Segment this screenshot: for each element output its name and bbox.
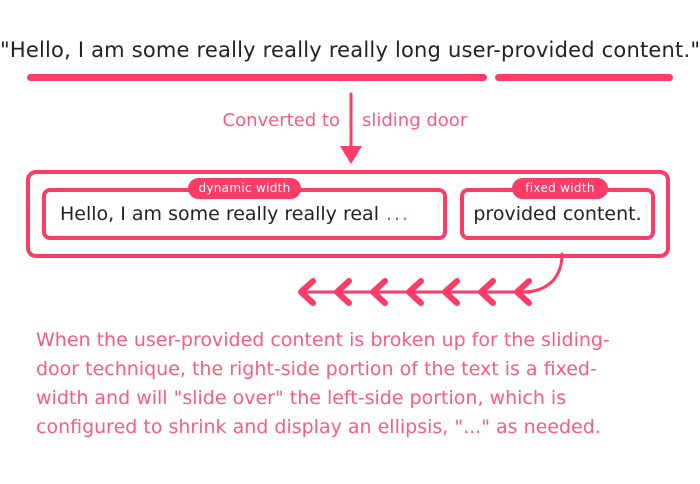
explanation-caption: When the user-provided content is broken… (36, 326, 666, 442)
caption-line: configured to shrink and display an elli… (36, 416, 601, 438)
fixed-width-text: provided content. (473, 203, 642, 225)
sliding-door-container (26, 170, 670, 258)
caption-line: door technique, the right-side portion o… (36, 358, 597, 380)
converted-to-label: Converted to (222, 110, 340, 131)
dynamic-portion-underline (27, 74, 487, 81)
dynamic-width-badge: dynamic width (188, 178, 301, 199)
arrow-down-icon (340, 92, 362, 164)
caption-line: width and will "slide over" the left-sid… (36, 387, 567, 409)
user-provided-content-quote: "Hello, I am some really really really l… (0, 38, 700, 62)
fixed-portion-underline (495, 74, 673, 81)
ellipsis-indicator: ... (385, 203, 411, 225)
sliding-door-label: sliding door (362, 110, 468, 131)
dynamic-width-text: Hello, I am some really really real (60, 203, 379, 225)
slide-left-arrows-icon (298, 252, 564, 306)
caption-line: When the user-provided content is broken… (36, 329, 610, 351)
fixed-width-badge: fixed width (512, 178, 608, 199)
